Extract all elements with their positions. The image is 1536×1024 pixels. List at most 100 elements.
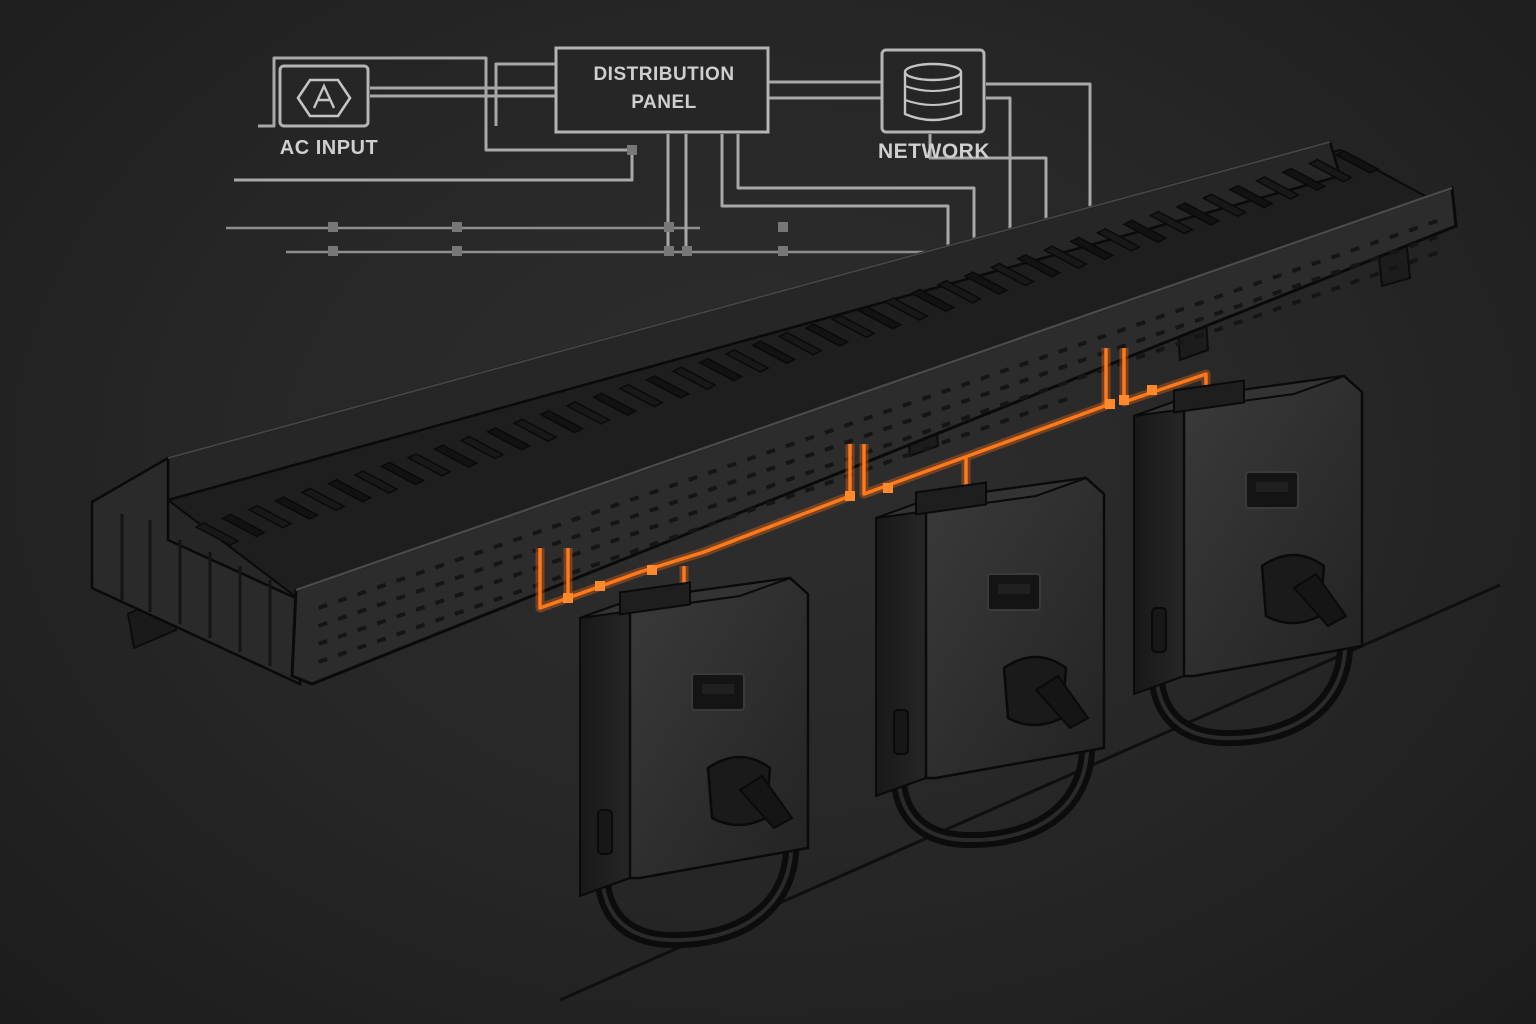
- tray-cable-segment: [273, 496, 320, 520]
- tray-perforation: [318, 603, 328, 610]
- tray-perforation: [1058, 380, 1068, 388]
- tray-perforation: [571, 568, 581, 575]
- tray-cable-segment: [1281, 167, 1327, 192]
- tray-perforation: [882, 441, 893, 449]
- charger-display-screen: [998, 584, 1030, 594]
- tray-cable-segment: [804, 323, 850, 347]
- tray-cable-segment: [618, 383, 664, 408]
- tray-perforation: [473, 602, 484, 610]
- tray-perforation: [454, 591, 465, 599]
- tray-perforation: [376, 600, 387, 608]
- junction-node: [328, 246, 338, 256]
- tray-perforation: [668, 533, 679, 541]
- power-feed-node: [1147, 385, 1157, 395]
- tray-cable-segment: [751, 340, 797, 365]
- tray-perforation: [1155, 313, 1166, 321]
- tray-perforation: [454, 573, 465, 581]
- tray-perforation: [824, 427, 835, 435]
- tray-perforation: [512, 570, 523, 578]
- tray-perforation: [590, 526, 601, 533]
- tray-perforation: [688, 492, 698, 500]
- tray-perforation: [960, 431, 971, 438]
- tray-perforation: [356, 607, 367, 615]
- tray-perforation: [1389, 264, 1399, 272]
- distribution-panel-label-2: PANEL: [631, 92, 696, 113]
- tray-cable-segment: [698, 357, 744, 382]
- tray-perforation: [999, 417, 1010, 425]
- tray-cable-segment: [1042, 245, 1089, 270]
- distribution-panel-box: [554, 46, 770, 134]
- panel-drop-4: [736, 134, 976, 254]
- tray-perforation: [1233, 319, 1244, 326]
- network-server-rings: [904, 85, 962, 106]
- tray-perforation: [337, 632, 348, 639]
- tray-perforation: [921, 428, 932, 435]
- tray-cable-segment: [936, 279, 982, 304]
- tray-perforation: [1194, 316, 1205, 324]
- network-label: NETWORK: [878, 140, 990, 163]
- network-block: NETWORK: [878, 48, 990, 163]
- charger-top-connector: [1173, 379, 1245, 414]
- charger-top-connector: [915, 481, 987, 516]
- tray-perforation: [1174, 323, 1185, 330]
- tray-perforation: [1369, 255, 1380, 263]
- power-feed-node: [845, 491, 855, 501]
- tray-perforation: [1019, 410, 1029, 418]
- ev-chargers: [579, 374, 1364, 949]
- tray-perforation: [1389, 248, 1399, 256]
- tray-perforation: [1311, 291, 1321, 299]
- tray-perforation: [376, 618, 387, 626]
- power-feed-node: [595, 581, 605, 591]
- tray-perforation: [473, 566, 484, 574]
- tray-perforation: [1330, 285, 1341, 292]
- tray-perforation: [1135, 353, 1146, 360]
- tray-perforation: [1272, 305, 1283, 313]
- junction-node: [452, 246, 462, 256]
- tray-cable-segment: [724, 349, 770, 373]
- tray-perforation: [765, 499, 776, 507]
- tray-cable-segment: [565, 401, 611, 425]
- tray-perforation: [434, 616, 445, 623]
- tray-perforation: [551, 539, 562, 547]
- power-feed-node: [563, 593, 573, 603]
- junction-node: [627, 145, 637, 155]
- charger-face: [628, 576, 810, 880]
- network-drop-1: [986, 96, 1012, 246]
- tray-perforation: [356, 625, 367, 633]
- tray-cable-segment: [1016, 253, 1062, 278]
- junction-node: [778, 246, 788, 256]
- tray-perforation: [1291, 298, 1302, 306]
- tray-perforation: [746, 489, 757, 497]
- tray-perforation: [1428, 219, 1438, 226]
- tray-cable-segment: [910, 288, 956, 313]
- tray-perforation: [1213, 309, 1224, 317]
- tray-cable-segment: [592, 392, 638, 417]
- charger-conduit: [597, 809, 613, 855]
- tray-perforation: [785, 492, 796, 500]
- ac-feed-wire: [234, 56, 634, 182]
- charger-top-connector: [619, 581, 691, 616]
- tray-perforation: [1350, 278, 1360, 286]
- tray-perforation: [1019, 394, 1029, 401]
- tray-perforation: [882, 407, 893, 415]
- charger-conduit: [1151, 607, 1167, 653]
- distribution-panel: DISTRIBUTION PANEL: [554, 46, 770, 134]
- tray-perforation: [1408, 257, 1419, 265]
- tray-perforation: [843, 438, 854, 445]
- tray-perforation: [707, 502, 718, 510]
- tray-perforation: [726, 478, 737, 486]
- tray-perforation: [1116, 326, 1127, 334]
- tray-perforation: [551, 574, 562, 582]
- tray-perforation: [356, 589, 367, 597]
- tray-cable-segment: [963, 271, 1009, 295]
- tray-perforation: [395, 629, 406, 637]
- tray-perforation: [1077, 340, 1088, 348]
- tray-cable-segment: [671, 366, 717, 391]
- junction-node: [778, 222, 788, 232]
- charger-face: [1182, 374, 1364, 678]
- tray-perforation: [707, 468, 718, 476]
- tray-perforation: [1096, 333, 1107, 341]
- panel-loop-wire: [494, 62, 556, 126]
- tray-perforation: [1194, 332, 1205, 340]
